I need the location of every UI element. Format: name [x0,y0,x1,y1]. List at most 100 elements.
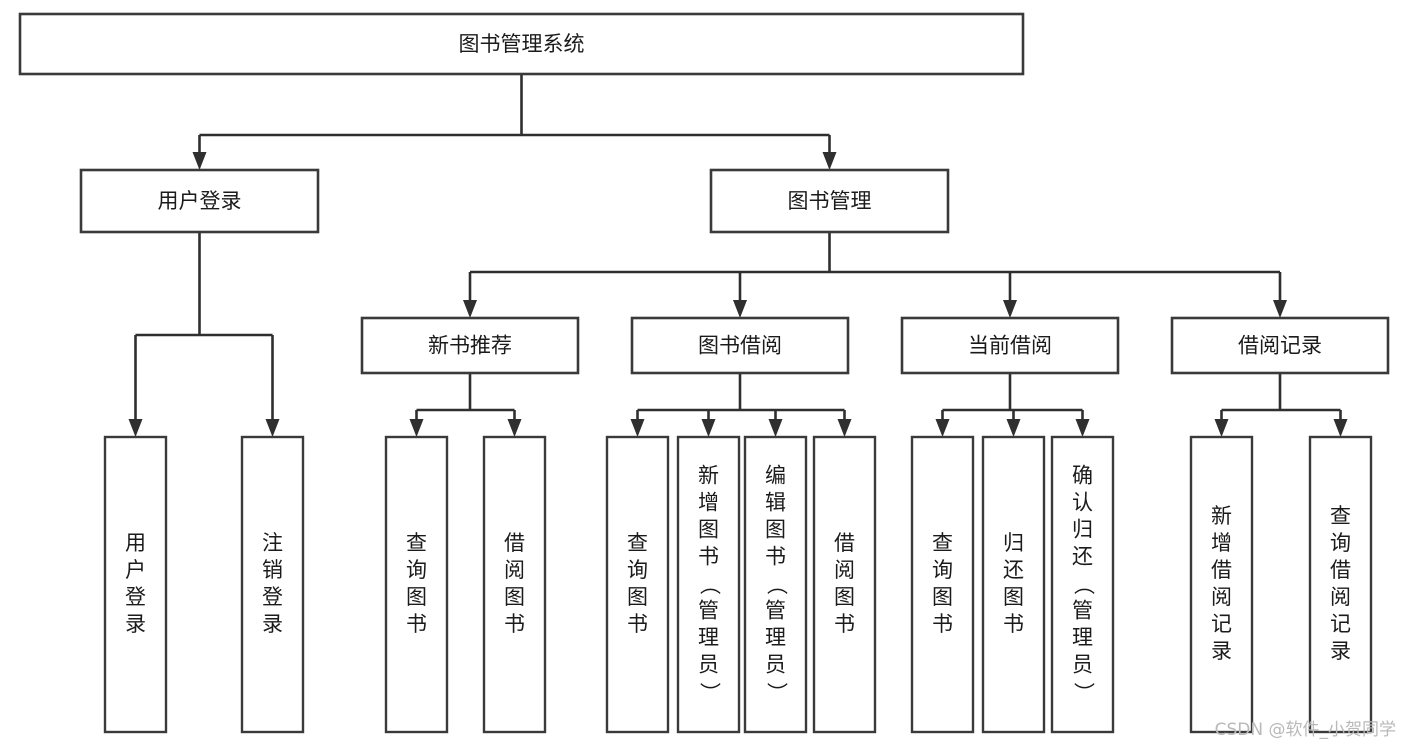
node-label-char: ） [698,682,722,703]
node-box [900,316,1120,375]
arrow-head-icon [837,419,852,437]
node-label-char: 图 [406,585,427,609]
node-label-char: 借 [1211,558,1232,582]
arrow-head-icon [768,419,783,437]
node-label-char: 用 [125,531,146,555]
node-label-char: 图 [1003,585,1024,609]
arrow-head-icon [733,300,747,318]
node-book-borrow[interactable]: 图书借阅 [630,316,850,375]
arrow-head-icon [1075,419,1090,437]
arrow-head-icon [265,419,280,437]
node-label-char: 理 [698,626,719,650]
node-label-char: 员 [765,653,786,677]
node-label-char: 图 [834,585,855,609]
arrow-head-icon [701,419,716,437]
node-label-char: 管 [765,599,786,623]
node-box [1170,316,1390,375]
node-box [1050,435,1115,734]
node-box [605,435,670,734]
node-box [981,435,1046,734]
node-label-char: 登 [125,585,146,609]
node-label-char: 新 [1211,504,1232,528]
node-box [743,435,808,734]
node-book-management[interactable]: 图书管理 [709,168,950,234]
arrow-head-icon [507,419,522,437]
node-root[interactable]: 图书管理系统 [18,12,1025,76]
node-label-char: 增 [698,491,719,515]
node-label: 图书管理系统 [459,32,585,56]
node-box [1308,435,1373,734]
node-label-char: 书 [504,612,525,636]
node-box [103,435,168,734]
node-label-char: 录 [1330,639,1351,663]
node-label-char: 记 [1211,612,1232,636]
node-box [910,435,975,734]
node-label-char: 书 [406,612,427,636]
node-label-char: 登 [262,585,283,609]
node-label-char: 书 [834,612,855,636]
node-layer: 图书管理系统用户登录图书管理新书推荐图书借阅当前借阅借阅记录用户登录注销登录查询… [18,12,1390,734]
arrow-head-icon [463,300,477,318]
node-leaf-user-login[interactable]: 用户登录 [103,435,168,734]
node-user-login[interactable]: 用户登录 [79,168,320,234]
node-label-char: 借 [504,531,525,555]
node-label-char: 录 [125,612,146,636]
node-label-char: 书 [765,545,786,569]
node-label-char: 查 [406,531,427,555]
node-box [360,316,580,375]
node-label-char: 书 [932,612,953,636]
node-label-char: （ [1072,574,1096,595]
node-box [812,435,877,734]
node-label-char: （ [698,574,722,595]
node-label-char: 图 [932,585,953,609]
node-label-char: 图 [765,518,786,542]
node-label-char: 归 [1072,518,1093,542]
node-label-char: 借 [1330,558,1351,582]
node-label-char: 阅 [504,558,525,582]
node-label-char: 归 [1003,531,1024,555]
node-label: 图书借阅 [698,334,782,358]
node-label-char: 理 [1072,626,1093,650]
arrow-head-icon [409,419,424,437]
node-current-borrow[interactable]: 当前借阅 [900,316,1120,375]
node-label-char: 查 [627,531,648,555]
node-label-char: 查 [1330,504,1351,528]
node-box [676,435,741,734]
node-label-char: 辑 [765,491,786,515]
node-label-char: 阅 [1211,585,1232,609]
node-borrow-records[interactable]: 借阅记录 [1170,316,1390,375]
arrow-head-icon [192,152,207,170]
node-new-book-recommend[interactable]: 新书推荐 [360,316,580,375]
node-label-char: 还 [1072,545,1093,569]
node-label-char: ） [1072,682,1096,703]
node-label-char: 理 [765,626,786,650]
arrow-head-icon [1333,419,1348,437]
node-label-char: 阅 [1330,585,1351,609]
node-label: 借阅记录 [1238,334,1322,358]
node-label-char: 销 [262,558,283,582]
node-label-char: ） [765,682,789,703]
node-label-char: 注 [262,531,283,555]
node-label-char: 查 [932,531,953,555]
arrow-head-icon [935,419,950,437]
node-label-char: 记 [1330,612,1351,636]
arrow-head-icon [128,419,143,437]
node-box [384,435,449,734]
node-box [79,168,320,234]
node-label-char: 增 [1211,531,1232,555]
node-label: 用户登录 [158,189,242,213]
node-label-char: 阅 [834,558,855,582]
